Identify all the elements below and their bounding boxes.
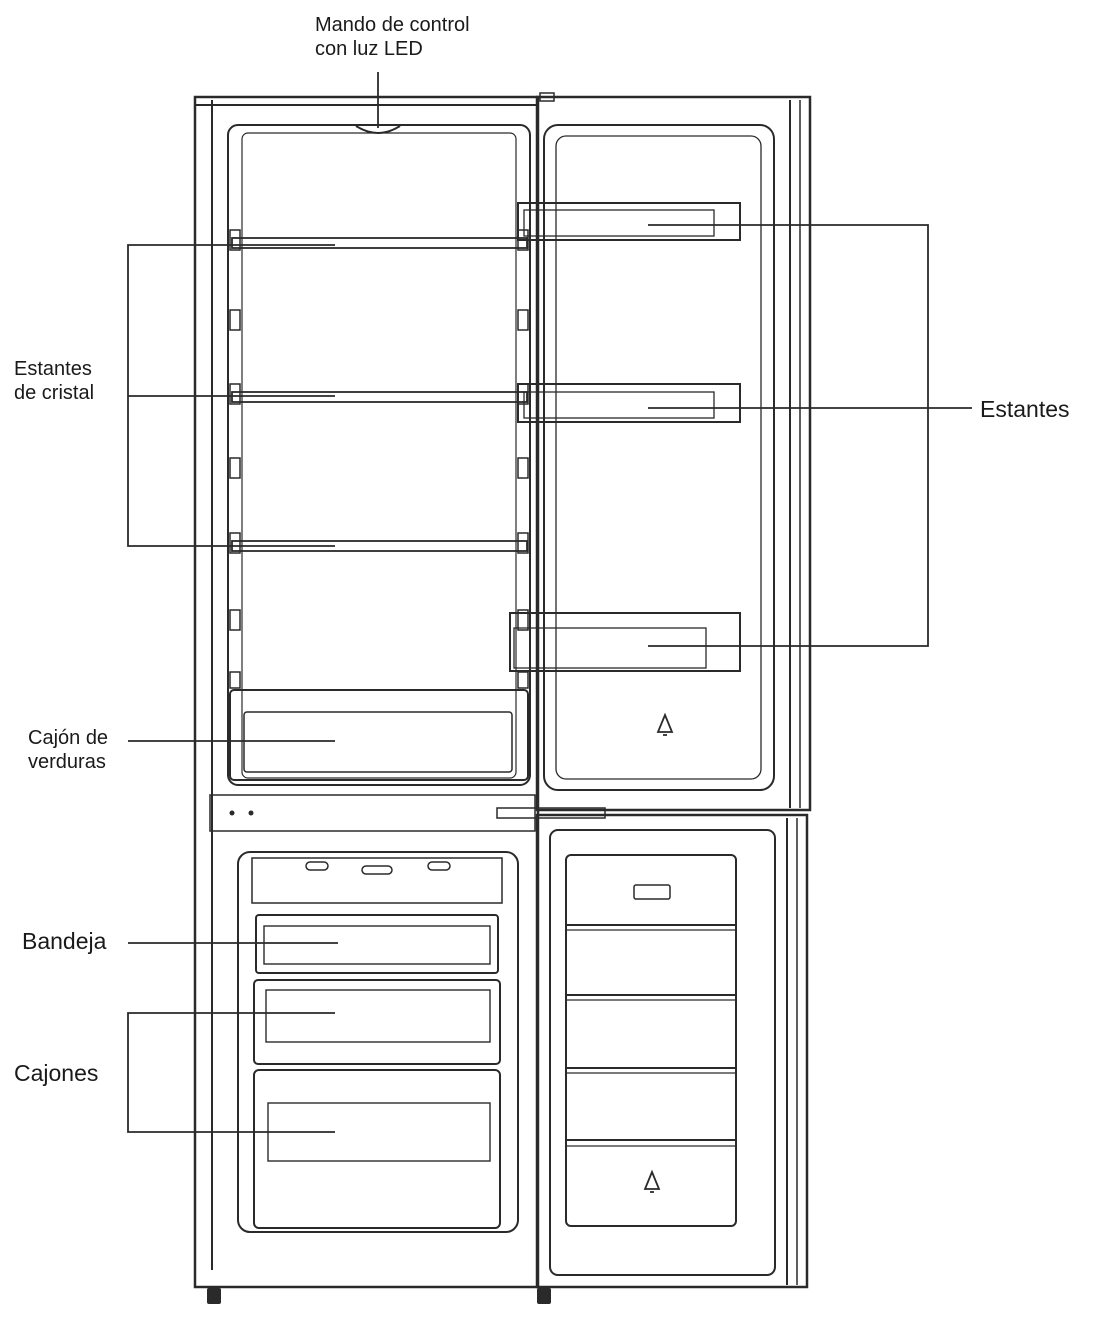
fridge-door-symbol [656, 712, 674, 736]
door-shelf-2 [517, 383, 741, 423]
freezer-tray [255, 914, 499, 974]
fridge-door [535, 95, 812, 812]
freezer-door [535, 813, 809, 1289]
divider-panel [209, 794, 536, 832]
door-shelf-3 [509, 612, 741, 672]
freezer-door-shelves [565, 854, 737, 1227]
label-glass-shelves-line1: Estantes [14, 358, 92, 380]
label-control-line1: Mando de control [315, 14, 470, 36]
label-shelves: Estantes [980, 396, 1070, 422]
label-control: Mando de control con luz LED [315, 14, 470, 61]
fridge-door-liner [543, 124, 775, 791]
shelf-supports [229, 229, 529, 689]
leader-drawers [127, 1012, 335, 1133]
callout-lines [127, 72, 972, 1133]
freezer-top-slots [305, 861, 451, 875]
freezer-top-unit [251, 857, 503, 904]
crisper-drawer [229, 689, 529, 781]
label-crisper-line2: verduras [28, 750, 106, 773]
divider-dots [229, 810, 254, 816]
door-shelf-1 [517, 202, 741, 241]
label-crisper-line1: Cajón de [28, 727, 109, 749]
fridge-door-inner-liner [555, 135, 762, 780]
label-tray: Bandeja [22, 928, 107, 954]
label-crisper: Cajón de verduras [28, 727, 108, 774]
leader-glass-shelves [127, 244, 335, 547]
fridge-inner-liner [241, 132, 517, 779]
cabinet-outline [193, 95, 540, 1289]
freezer-door-liner [549, 829, 776, 1276]
door-hinge-top [539, 92, 555, 102]
glass-shelves [231, 237, 528, 552]
freezer-drawer-2 [253, 1069, 501, 1229]
freezer-door-symbol [643, 1169, 661, 1193]
led-control-module [355, 125, 401, 134]
refrigerator-drawing [193, 92, 812, 1304]
feet [207, 1288, 551, 1304]
freezer-compartment [237, 851, 519, 1233]
label-drawers: Cajones [14, 1060, 99, 1086]
door-hinge-strip [496, 807, 606, 819]
label-glass-shelves: Estantes de cristal [14, 358, 94, 405]
label-control-line2: con luz LED [315, 37, 423, 60]
leader-door-shelves [648, 224, 972, 647]
label-glass-shelves-line2: de cristal [14, 381, 95, 404]
freezer-drawer-1 [253, 979, 501, 1065]
freezer-door-badge [633, 884, 671, 900]
fridge-compartment [227, 124, 531, 786]
